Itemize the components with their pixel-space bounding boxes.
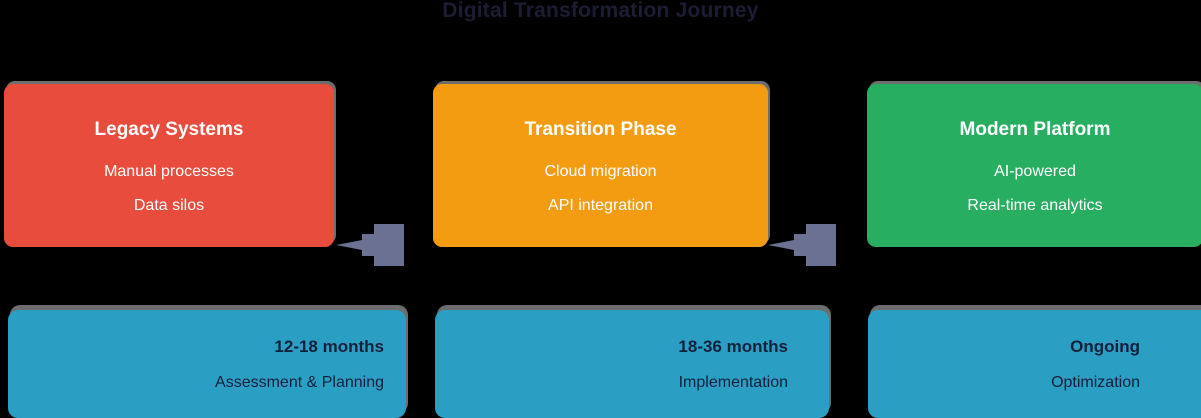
stage-detail-transition-2: API integration	[548, 196, 653, 214]
stage-row: Legacy Systems Manual processes Data sil…	[0, 84, 1201, 266]
timeline-activity-assessment: Assessment & Planning	[215, 374, 384, 391]
stage-detail-legacy-2: Data silos	[133, 196, 205, 214]
connector-arrow-1	[334, 216, 414, 274]
stage-box-modern[interactable]: Modern Platform AI-powered Real-time ana…	[867, 84, 1201, 247]
left-arrow-icon	[336, 224, 404, 266]
stage-title-legacy: Legacy Systems	[94, 118, 244, 140]
stage-title-modern: Modern Platform	[959, 118, 1111, 140]
stage-detail-legacy-1: Manual processes	[104, 162, 234, 180]
timeline-duration-assessment: 12-18 months	[274, 337, 384, 356]
timeline-box-optimization[interactable]: Ongoing Optimization	[868, 310, 1201, 418]
connector-arrow-2	[766, 216, 846, 274]
timeline-activity-implementation: Implementation	[678, 374, 788, 391]
timeline-duration-implementation: 18-36 months	[678, 337, 788, 356]
stage-detail-modern-2: Real-time analytics	[967, 196, 1103, 214]
timeline-box-implementation[interactable]: 18-36 months Implementation	[435, 310, 829, 418]
left-arrow-icon	[768, 224, 836, 266]
stage-box-legacy[interactable]: Legacy Systems Manual processes Data sil…	[4, 84, 334, 247]
stage-box-transition[interactable]: Transition Phase Cloud migration API int…	[433, 84, 768, 247]
diagram-title: Digital Transformation Journey	[442, 0, 759, 22]
timeline-duration-optimization: Ongoing	[1070, 337, 1140, 356]
stage-detail-transition-1: Cloud migration	[544, 162, 657, 180]
timeline-box-assessment[interactable]: 12-18 months Assessment & Planning	[8, 310, 406, 418]
timeline-row: 12-18 months Assessment & Planning 18-36…	[0, 310, 1201, 418]
stage-detail-modern-1: AI-powered	[994, 162, 1076, 180]
stage-title-transition: Transition Phase	[524, 118, 677, 140]
timeline-activity-optimization: Optimization	[1051, 374, 1140, 391]
